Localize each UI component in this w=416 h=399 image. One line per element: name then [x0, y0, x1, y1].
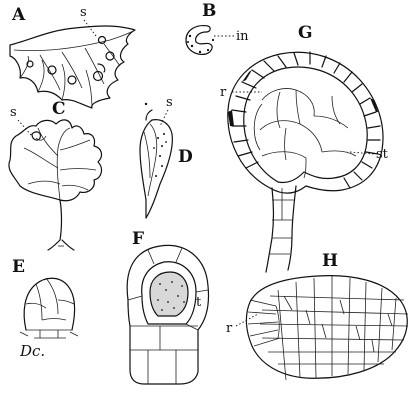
sporangium-f [127, 245, 208, 384]
panel-d: D s [140, 95, 193, 218]
panel-e: E Dc. [12, 257, 78, 360]
panel-f-label-t: t [196, 295, 202, 310]
panel-h: H r [226, 251, 408, 380]
cell-net-h [246, 276, 408, 380]
panel-d-label-s: s [166, 95, 173, 110]
panel-c-letter: C [52, 99, 66, 119]
panel-f-letter: F [132, 229, 144, 249]
panel-b-label-in: in [236, 29, 249, 44]
indusium-b [186, 26, 214, 55]
panel-h-label-r: r [226, 321, 233, 336]
panel-h-letter: H [322, 251, 338, 271]
engraver-signature: Dc. [19, 342, 45, 360]
panel-a-letter: A [11, 5, 26, 25]
leaf-fragment-a [10, 26, 135, 108]
panel-c: C s [9, 99, 102, 250]
panel-g-letter: G [298, 23, 313, 43]
sporangium-g [228, 52, 383, 272]
panel-f: F t [127, 229, 208, 384]
panel-g-label-r: r [220, 85, 227, 100]
panel-c-label-s: s [10, 105, 17, 120]
panel-e-letter: E [12, 257, 25, 277]
panel-d-letter: D [178, 147, 193, 167]
cell-tip-e [20, 278, 78, 338]
frond-c [9, 120, 102, 250]
panel-b-letter: B [202, 1, 216, 21]
panel-g: G r st [220, 23, 389, 272]
panel-b: B in [186, 1, 249, 54]
panel-a-label-s: s [80, 5, 87, 20]
panel-a: A s [10, 5, 135, 108]
sporangium-d [140, 110, 172, 218]
